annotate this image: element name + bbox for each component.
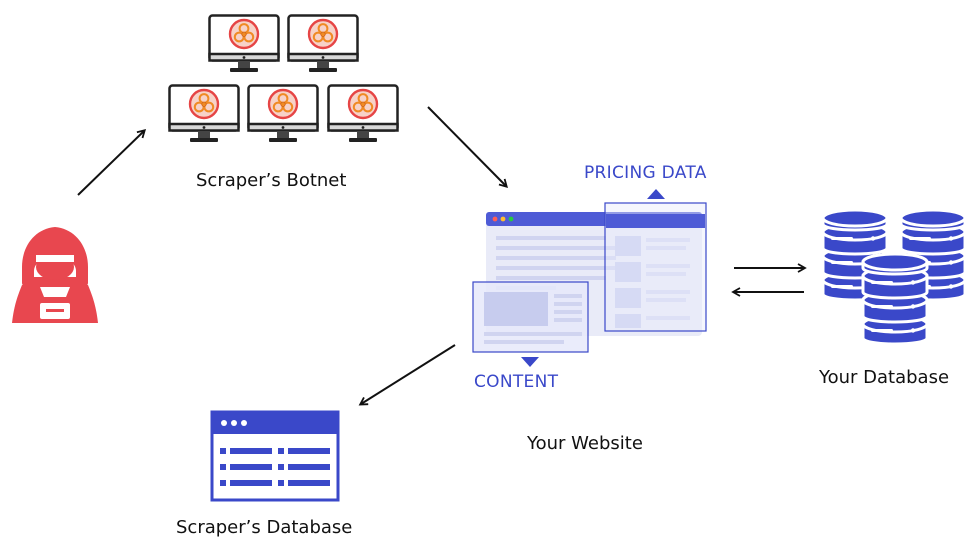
pricing-pointer-icon — [647, 189, 665, 199]
biohazard-monitor-icon — [208, 14, 280, 72]
your-website-label: Your Website — [527, 433, 643, 454]
scraper-database-label: Scraper’s Database — [176, 517, 353, 538]
pricing-data-label: PRICING DATA — [584, 163, 707, 183]
arrow-hacker-to-botnet — [77, 129, 147, 196]
your-database-label: Your Database — [819, 367, 950, 388]
browser-table-icon — [210, 410, 340, 502]
biohazard-monitor-icon — [247, 84, 319, 142]
arrow-botnet-to-website — [427, 106, 508, 189]
biohazard-monitor-icon — [168, 84, 240, 142]
arrow-website-to-scraper-db — [358, 344, 456, 406]
botnet-label: Scraper’s Botnet — [196, 170, 347, 191]
database-stack-icon — [861, 252, 929, 346]
biohazard-monitor-icon — [327, 84, 399, 142]
website-mockup-icon — [472, 202, 707, 353]
biohazard-monitor-icon — [287, 14, 359, 72]
hooded-hacker-icon — [12, 227, 98, 323]
content-label: CONTENT — [474, 372, 559, 392]
content-pointer-icon — [521, 357, 539, 367]
